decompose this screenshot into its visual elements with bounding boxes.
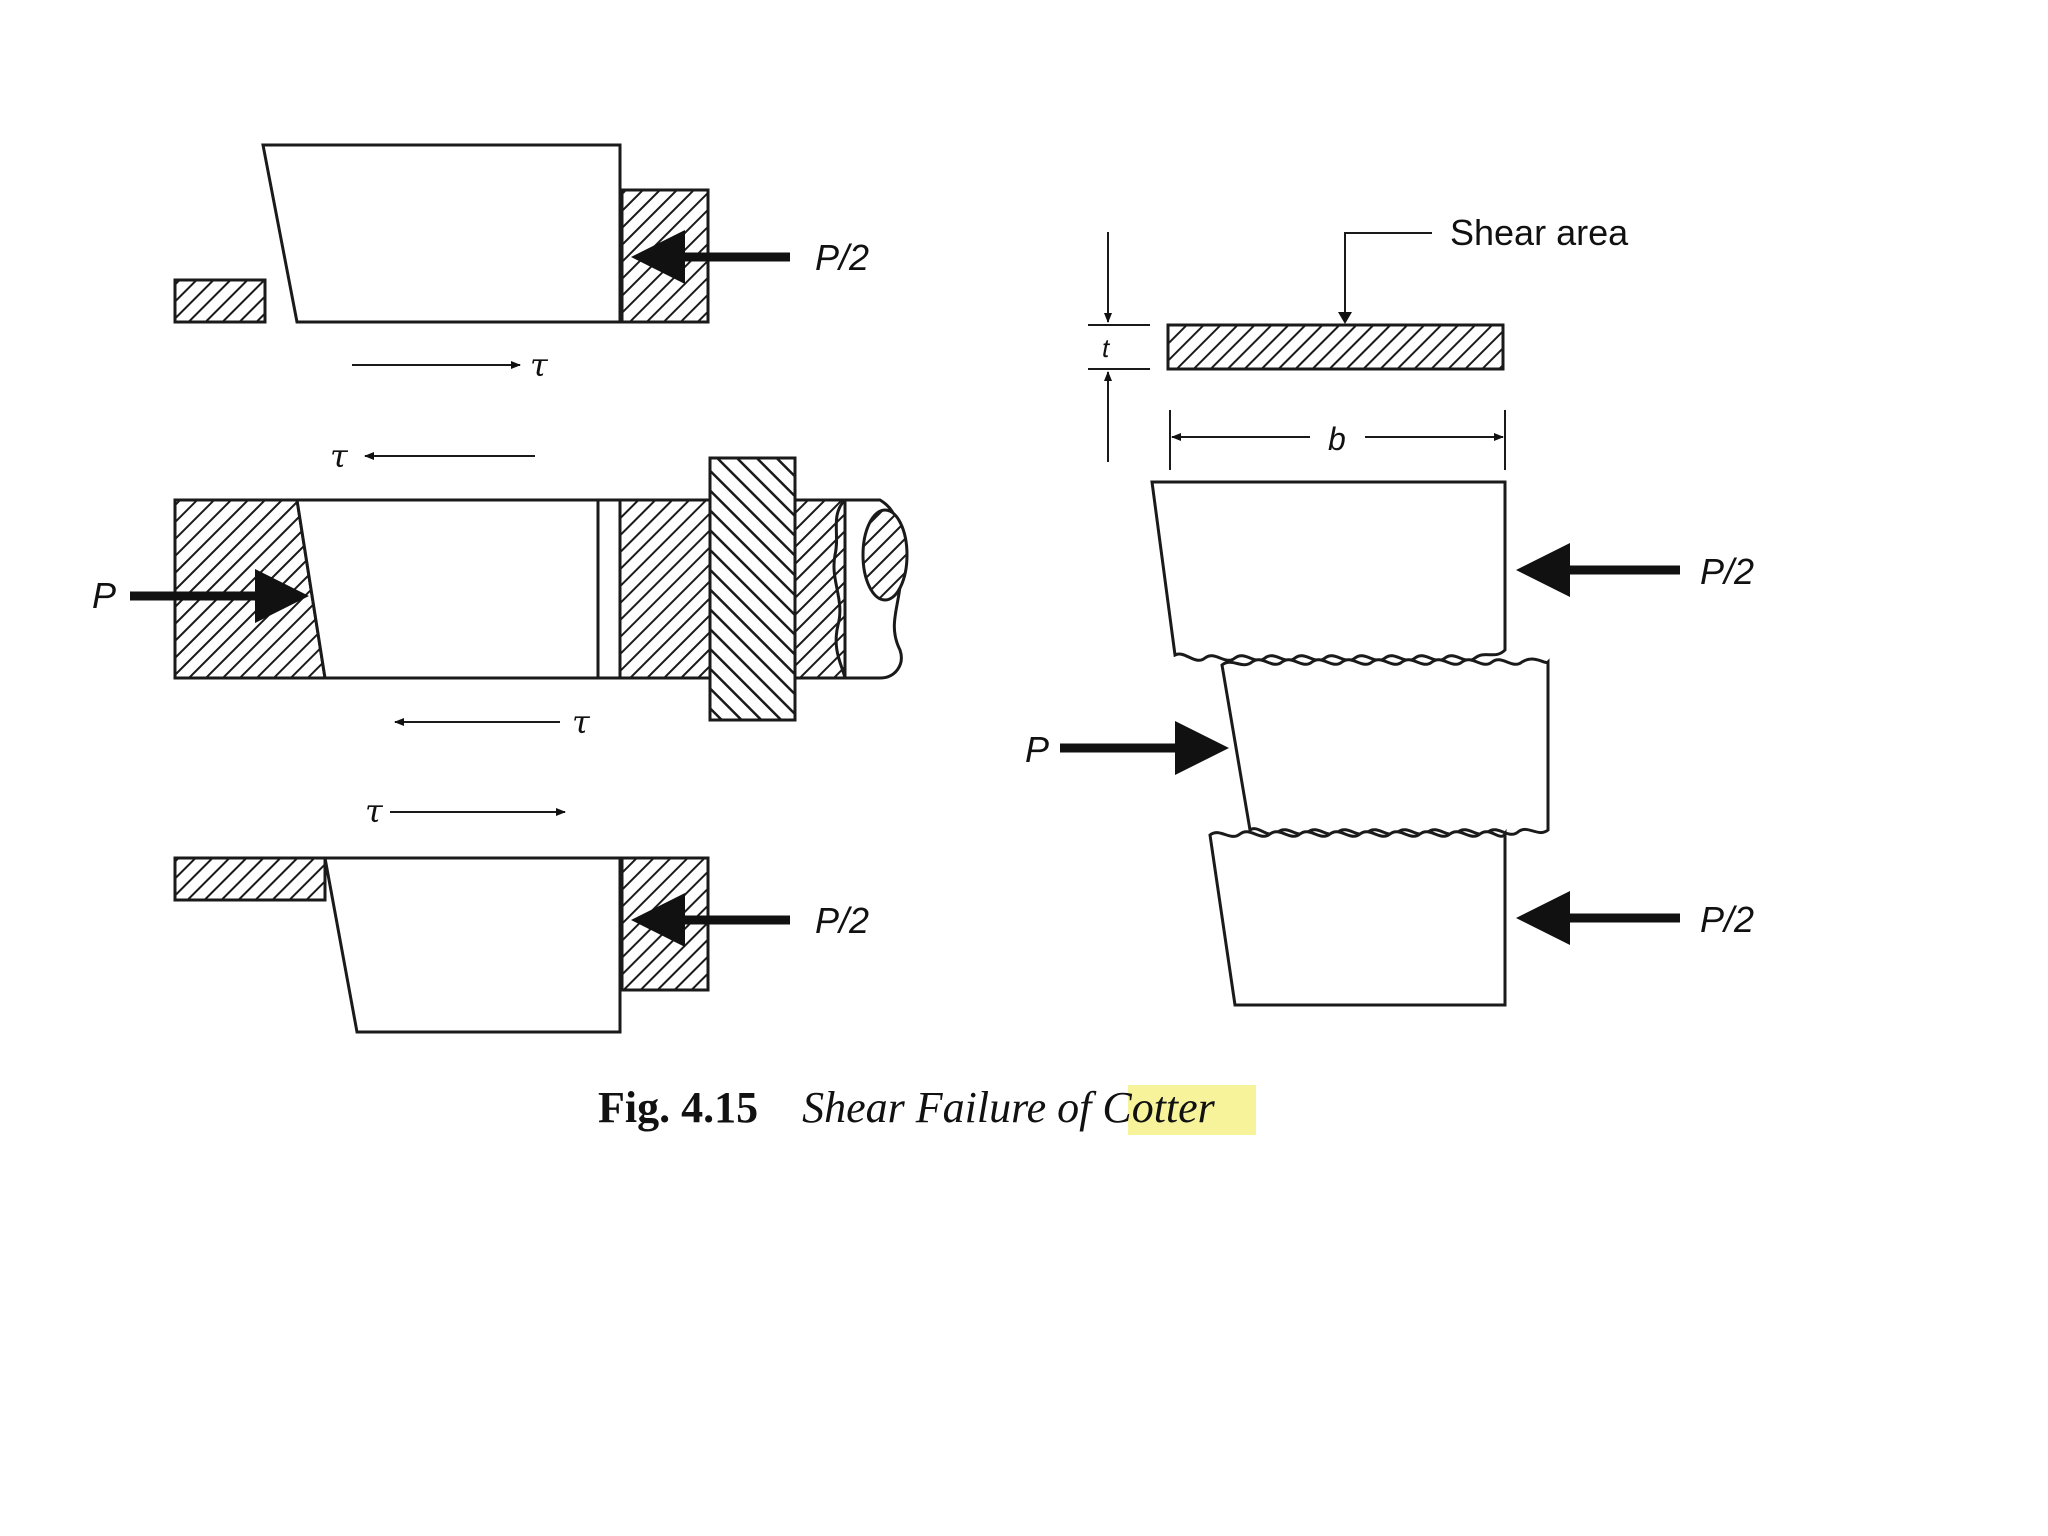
shear-area-leader (1344, 232, 1432, 322)
shear-area-section (1166, 323, 1505, 371)
left-bottom-assembly: τ P/2 (173, 792, 869, 1034)
left-bottom-tau-label: τ (365, 792, 384, 830)
right-top-force-label: P/2 (1700, 551, 1754, 592)
left-middle-force-label: P (92, 575, 116, 616)
caption-highlight (1128, 1085, 1256, 1135)
left-bottom-socket-strip (173, 856, 327, 902)
shear-area-leader-head (1338, 312, 1352, 324)
left-middle-rod-end (618, 498, 712, 680)
left-middle-rod-section (861, 508, 909, 602)
width-label: b (1328, 421, 1346, 457)
caption-text: Shear Failure of (802, 1083, 1102, 1132)
left-top-assembly: P/2 τ (173, 143, 869, 384)
left-top-cotter-segment (261, 143, 622, 324)
figure-caption: Fig. 4.15 Shear Failure of Cotter (598, 1083, 1256, 1135)
failed-cotter-middle-segment (1220, 657, 1550, 836)
right-middle-force-label: P (1025, 729, 1049, 770)
right-bottom-force-label: P/2 (1700, 899, 1754, 940)
left-bottom-force-label: P/2 (815, 900, 869, 941)
left-middle-assembly: τ P τ (92, 437, 909, 741)
left-top-force-label: P/2 (815, 237, 869, 278)
shear-area-detail: Shear area t b (1088, 212, 1629, 470)
failed-cotter-top-segment (1150, 480, 1507, 662)
caption-number: Fig. 4.15 (598, 1083, 758, 1132)
thickness-label: t (1102, 333, 1111, 363)
left-middle-cotter-body (295, 498, 600, 680)
left-top-socket-strip (173, 278, 267, 324)
shear-area-label: Shear area (1450, 212, 1629, 253)
left-middle-tau-top-label: τ (330, 437, 349, 475)
caption-highlighted-word: Cotter (1102, 1083, 1215, 1132)
left-middle-gap (596, 498, 622, 680)
left-top-tau-label: τ (530, 346, 549, 384)
left-middle-collar (708, 456, 797, 722)
failed-cotter: P/2 P P/2 (1025, 480, 1754, 1007)
left-middle-break-line (832, 498, 847, 679)
caption-line: Fig. 4.15 Shear Failure of Cotter (598, 1083, 1216, 1132)
left-middle-tau-bottom-label: τ (572, 703, 591, 741)
failed-cotter-bottom-segment (1208, 828, 1507, 1007)
left-bottom-cotter-segment (323, 856, 622, 1034)
